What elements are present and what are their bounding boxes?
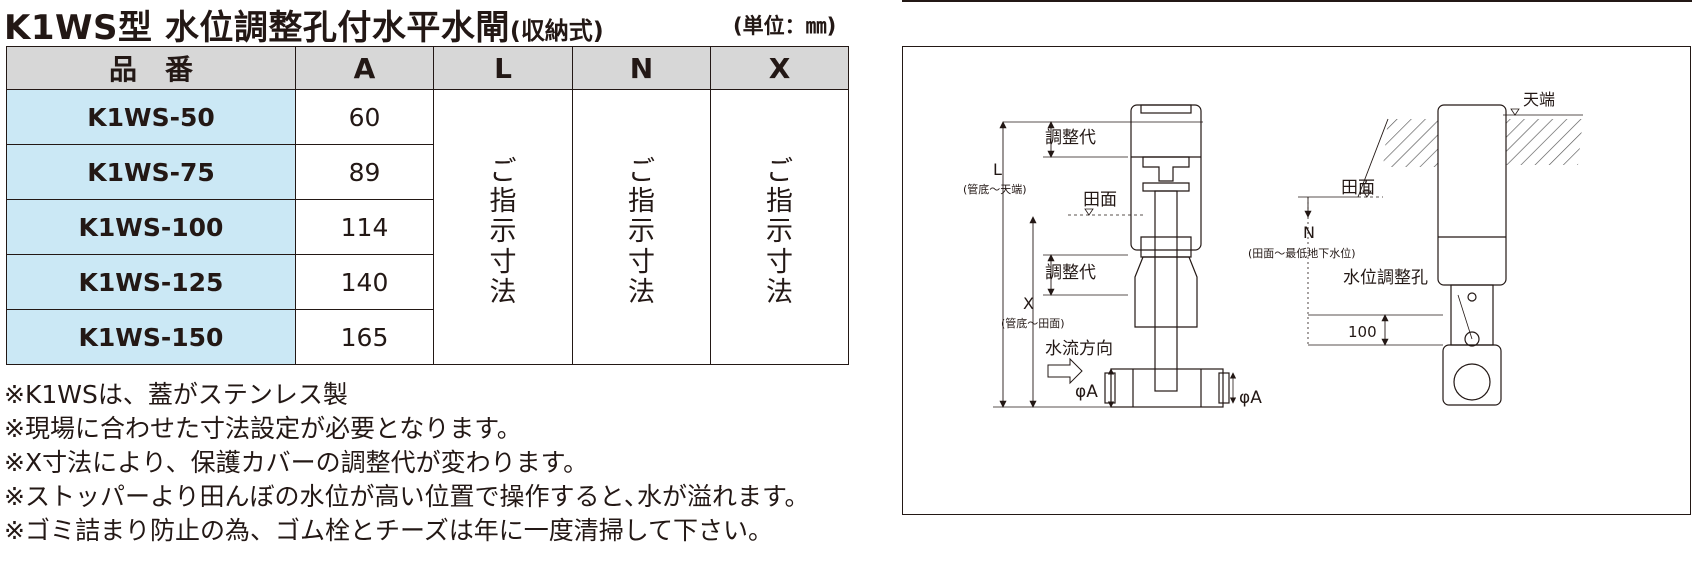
cell-n-merged: ご指示寸法 [572, 89, 711, 365]
cell-a: 60 [295, 89, 434, 145]
installation-diagram: 調整代 L (管底～天端) 田面 調整代 X (管底～田面) 水流方向 φA φ… [902, 46, 1691, 515]
header-a: A [295, 46, 434, 90]
guide-housing [1134, 256, 1198, 328]
cell-hinban: K1WS-150 [6, 309, 296, 365]
top-rule [902, 0, 1692, 2]
cell-a: 114 [295, 199, 434, 255]
vertical-char: 指 [489, 186, 517, 218]
cell-a: 165 [295, 309, 434, 365]
cell-hinban: K1WS-75 [6, 144, 296, 200]
vertical-text-x: ご指示寸法 [711, 156, 848, 308]
label-n: N [1303, 223, 1315, 242]
ground-mark-left [1084, 208, 1094, 216]
cell-a: 140 [295, 254, 434, 310]
right-tee [1442, 344, 1502, 406]
right-pipe-section [1453, 363, 1491, 401]
table-row: K1WS-100 114 [6, 199, 849, 255]
notes: ※K1WSは、蓋がステンレス製 ※現場に合わせた寸法設定が必要となります。 ※X… [4, 378, 809, 548]
vertical-char: ご [766, 156, 793, 187]
title-main: K1WS型 水位調整孔付水平水閘 [4, 8, 510, 48]
vertical-char: 示 [628, 216, 655, 248]
vertical-char: ご [489, 156, 517, 187]
right-cover [1437, 104, 1507, 286]
note-line: ※現場に合わせた寸法設定が必要となります。 [4, 414, 522, 443]
left-view [993, 104, 1237, 408]
vertical-text-l: ご指示寸法 [434, 156, 572, 308]
tee-fitting [1110, 368, 1224, 408]
label-flow-direction: 水流方向 [1045, 339, 1113, 359]
cell-l-merged: ご指示寸法 [433, 89, 573, 365]
page-title: K1WS型 水位調整孔付水平水閘(収納式) [4, 0, 604, 49]
label-x-note: (管底～田面) [1001, 316, 1065, 330]
table-row: K1WS-50 60 ご指示寸法 ご指示寸法 ご指示寸法 [6, 89, 849, 365]
vertical-char: 法 [766, 276, 793, 308]
header-l: L [433, 46, 573, 90]
table-row: K1WS-125 140 [6, 254, 849, 310]
label-l-note: (管底～天端) [963, 182, 1027, 196]
vertical-char: 法 [628, 276, 655, 308]
vertical-char: 寸 [628, 246, 655, 278]
vertical-char: 示 [766, 216, 793, 248]
vertical-char: 指 [628, 186, 655, 218]
note-line: ※ゴミ詰まり防止の為、ゴム栓とチーズは年に一度清掃して下さい。 [4, 516, 773, 545]
stopper-handle [1142, 156, 1190, 182]
top-end-mark [1510, 108, 1520, 116]
label-adjust-top: 調整代 [1045, 128, 1096, 148]
label-x: X [1023, 294, 1034, 313]
vertical-char: ご [628, 156, 655, 187]
header-n: N [572, 46, 711, 90]
table-row: K1WS-150 165 [6, 309, 849, 365]
header-hinban: 品 番 [6, 46, 296, 90]
soil-hatch-left [1383, 119, 1438, 167]
vertical-char: 指 [766, 186, 793, 218]
gate-body [1140, 236, 1192, 258]
note-line: ※ストッパーより田んぼの水位が高い位置で操作すると､水が溢れます。 [4, 482, 810, 511]
unit-label: (単位：㎜) [733, 14, 837, 38]
soil-hatch-right [1506, 119, 1583, 165]
riser-pipe [1154, 190, 1178, 392]
label-field-surface-right: 田面 [1341, 178, 1375, 198]
level-hole [1464, 331, 1480, 347]
vertical-char: 法 [489, 276, 517, 308]
label-l: L [993, 160, 1002, 179]
label-field-surface-left: 田面 [1083, 190, 1117, 210]
label-dim-100: 100 [1348, 323, 1377, 341]
level-hole-top [1467, 292, 1477, 302]
cell-hinban: K1WS-125 [6, 254, 296, 310]
cell-x-merged: ご指示寸法 [710, 89, 849, 365]
note-line: ※K1WSは、蓋がステンレス製 [4, 380, 348, 409]
table-header-row: 品 番 A L N X [6, 46, 849, 90]
flow-arrow [1047, 357, 1083, 385]
spec-table: 品 番 A L N X K1WS-50 60 ご指示寸法 ご指示寸法 ご指示寸法… [6, 46, 849, 365]
cell-a: 89 [295, 144, 434, 200]
diagram-svg: 調整代 L (管底～天端) 田面 調整代 X (管底～田面) 水流方向 φA φ… [963, 90, 1583, 408]
title-sub: (収納式) [509, 17, 604, 45]
label-top-end: 天端 [1523, 90, 1555, 109]
label-phia-right: φA [1239, 388, 1262, 408]
cover-body [1130, 104, 1202, 251]
cell-hinban: K1WS-100 [6, 199, 296, 255]
label-level-hole: 水位調整孔 [1343, 268, 1428, 288]
vertical-char: 寸 [766, 246, 793, 278]
vertical-text-n: ご指示寸法 [573, 156, 710, 308]
label-adjust-bottom: 調整代 [1045, 263, 1096, 283]
label-n-note: (田面～最低地下水位) [1248, 246, 1356, 260]
cover-cap [1140, 104, 1192, 114]
vertical-char: 寸 [489, 246, 517, 278]
vertical-char: 示 [489, 216, 517, 248]
right-view [1298, 104, 1583, 406]
cell-hinban: K1WS-50 [6, 89, 296, 145]
header-x: X [710, 46, 849, 90]
label-phia-left: φA [1075, 382, 1098, 402]
right-riser [1450, 284, 1494, 346]
note-line: ※X寸法により、保護カバーの調整代が変わります。 [4, 448, 589, 477]
